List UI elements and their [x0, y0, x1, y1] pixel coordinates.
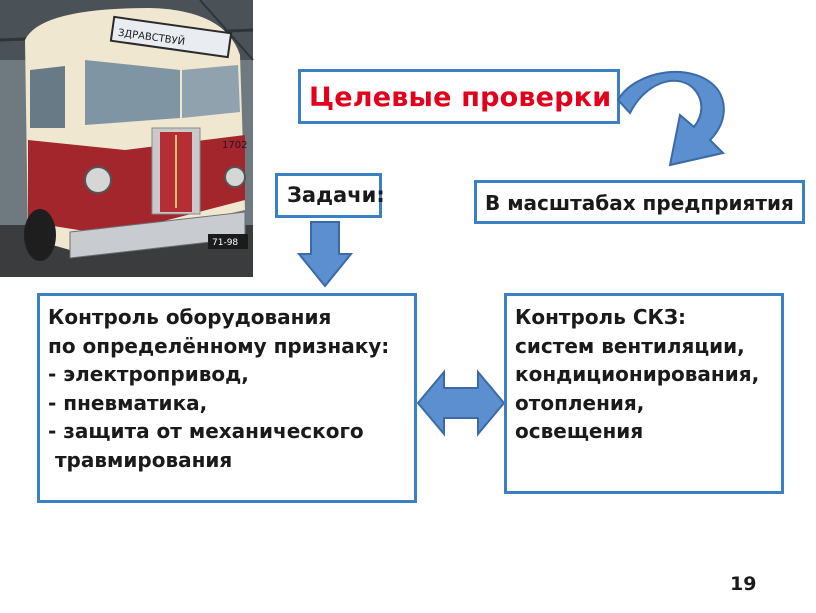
bus-photo: ЗДРАВСТВУЙ 1702 71-98 [0, 0, 254, 277]
title-text: Целевые проверки [309, 82, 612, 113]
headlight-right [224, 166, 246, 188]
scope-label: В масштабах предприятия [485, 191, 794, 215]
skz-control-panel: Контроль СКЗ: систем вентиляции, кондици… [504, 293, 784, 494]
equipment-line-3: - электропривод, [48, 362, 249, 386]
equipment-line-6: травмирования [48, 447, 233, 472]
title-box: Целевые проверки [298, 69, 620, 124]
fleet-number: 1702 [222, 140, 247, 151]
skz-line-5: освещения [515, 419, 644, 443]
double-arrow-icon [416, 369, 506, 437]
skz-line-1: Контроль СКЗ: [515, 305, 687, 329]
license-plate-text: 71-98 [212, 238, 238, 248]
license-plate [208, 234, 248, 249]
skz-line-4: отопления, [515, 390, 645, 415]
destination-sign [109, 15, 233, 59]
tasks-label: Задачи: [287, 183, 385, 207]
page-number: 19 [730, 573, 757, 595]
equipment-line-2: по определённому признаку: [48, 333, 390, 358]
down-arrow-icon [296, 221, 354, 288]
tasks-box: Задачи: [275, 173, 385, 218]
curved-arrow-icon [616, 70, 725, 167]
headlight-left [84, 166, 112, 194]
equipment-control-panel: Контроль оборудования по определённому п… [37, 293, 417, 503]
equipment-line-1: Контроль оборудования [48, 305, 332, 329]
equipment-line-4: - пневматика, [48, 390, 208, 415]
scope-box: В масштабах предприятия [474, 180, 805, 224]
skz-line-3: кондиционирования, [515, 362, 760, 386]
equipment-line-5: - защита от механического [48, 419, 364, 443]
skz-line-2: систем вентиляции, [515, 333, 745, 358]
